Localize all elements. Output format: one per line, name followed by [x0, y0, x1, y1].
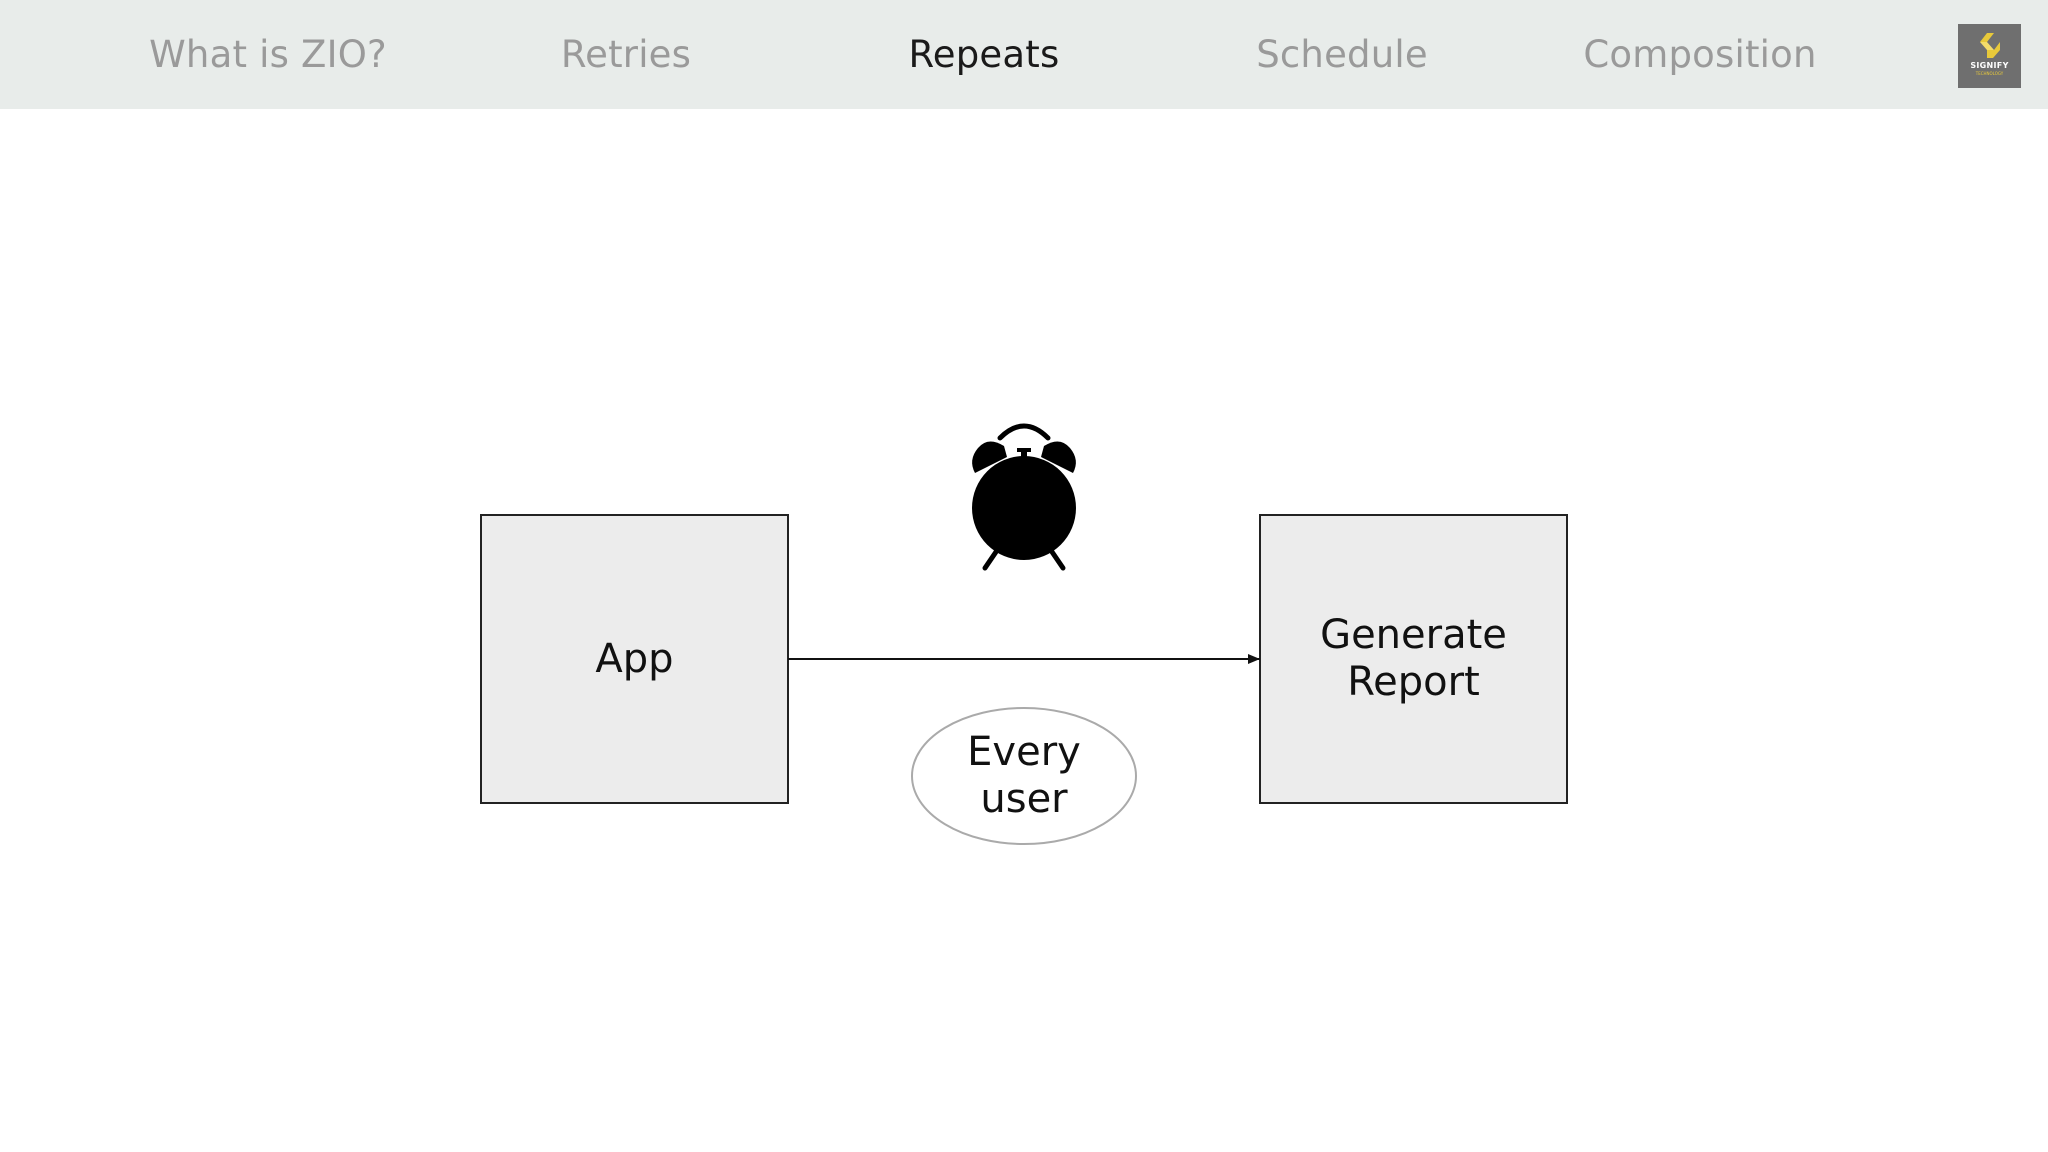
- top-navigation: What is ZIO? Retries Repeats Schedule Co…: [0, 0, 2048, 109]
- nav-item-what-is-zio[interactable]: What is ZIO?: [149, 33, 387, 76]
- logo-subtitle: TECHNOLOGY: [1975, 71, 2004, 76]
- generate-report-line-1: Generate: [1320, 612, 1507, 658]
- nav-item-schedule[interactable]: Schedule: [1256, 33, 1428, 76]
- app-box: [480, 514, 789, 804]
- nav-item-composition[interactable]: Composition: [1583, 33, 1817, 76]
- every-user-line-1: Every: [967, 729, 1081, 775]
- generate-report-line-2: Report: [1347, 659, 1480, 705]
- app-label-line: App: [595, 635, 674, 682]
- nav-item-retries[interactable]: Retries: [560, 33, 692, 76]
- nav-item-repeats[interactable]: Repeats: [908, 33, 1060, 76]
- generate-report-label: Generate Report: [1260, 515, 1567, 803]
- alarm-clock-icon: [972, 423, 1076, 571]
- generate-report-box: [1259, 514, 1568, 804]
- app-label: App: [481, 515, 788, 803]
- signify-logo: SIGNIFY TECHNOLOGY: [1958, 24, 2021, 88]
- every-user-ellipse: [911, 707, 1137, 845]
- every-user-line-2: user: [980, 776, 1068, 822]
- signify-logo-mark: [1979, 33, 2000, 58]
- logo-name: SIGNIFY: [1970, 61, 2009, 70]
- every-user-label: Every user: [912, 708, 1136, 844]
